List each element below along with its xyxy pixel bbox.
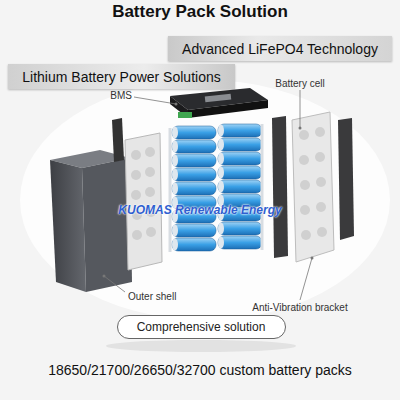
part-label: Battery cell (275, 78, 324, 89)
leader-dot (103, 275, 106, 278)
battery-cell (172, 238, 216, 251)
battery-cell (218, 138, 262, 151)
glow (20, 80, 390, 320)
shadow (106, 340, 296, 352)
box-text: Advanced LiFePO4 Technology (182, 41, 378, 57)
part-label: Anti-Vibration bracket (252, 302, 347, 313)
battery-cell (172, 140, 216, 153)
battery-cells (172, 124, 262, 251)
battery-cell (172, 126, 216, 139)
banner: Advanced LiFePO4 Technology (168, 36, 392, 61)
battery-cell (218, 222, 262, 235)
insulator-plate (112, 118, 124, 162)
battery-cell (218, 166, 262, 179)
watermark: KUOMAS Renewable Energy (118, 203, 281, 217)
bms-board (170, 88, 268, 118)
battery-cell (172, 154, 216, 167)
title: Battery Pack Solution (112, 2, 288, 22)
right-bracket (272, 112, 354, 262)
battery-cell (218, 236, 262, 249)
box-text: Lithium Battery Power Solutions (22, 69, 220, 85)
leader-dot (175, 103, 178, 106)
box-text: Comprehensive solution (137, 320, 266, 334)
battery-cell (172, 224, 216, 237)
battery-cell (172, 182, 216, 195)
part-label: Outer shell (128, 291, 176, 302)
battery-cell (218, 124, 262, 137)
caption: 18650/21700/26650/32700 custom battery p… (48, 362, 352, 378)
nickel-strips (170, 124, 262, 252)
battery-cell (218, 180, 262, 193)
banner: Lithium Battery Power Solutions (8, 64, 235, 89)
part-label: BMS (110, 90, 132, 101)
battery-cell (172, 168, 216, 181)
left-bracket (125, 133, 162, 270)
leader-dot (311, 257, 314, 260)
battery-cell (218, 152, 262, 165)
outer-shell (50, 150, 132, 292)
leader-lines (104, 90, 312, 300)
leader-dot (299, 127, 302, 130)
pill-box: Comprehensive solution (117, 315, 286, 339)
